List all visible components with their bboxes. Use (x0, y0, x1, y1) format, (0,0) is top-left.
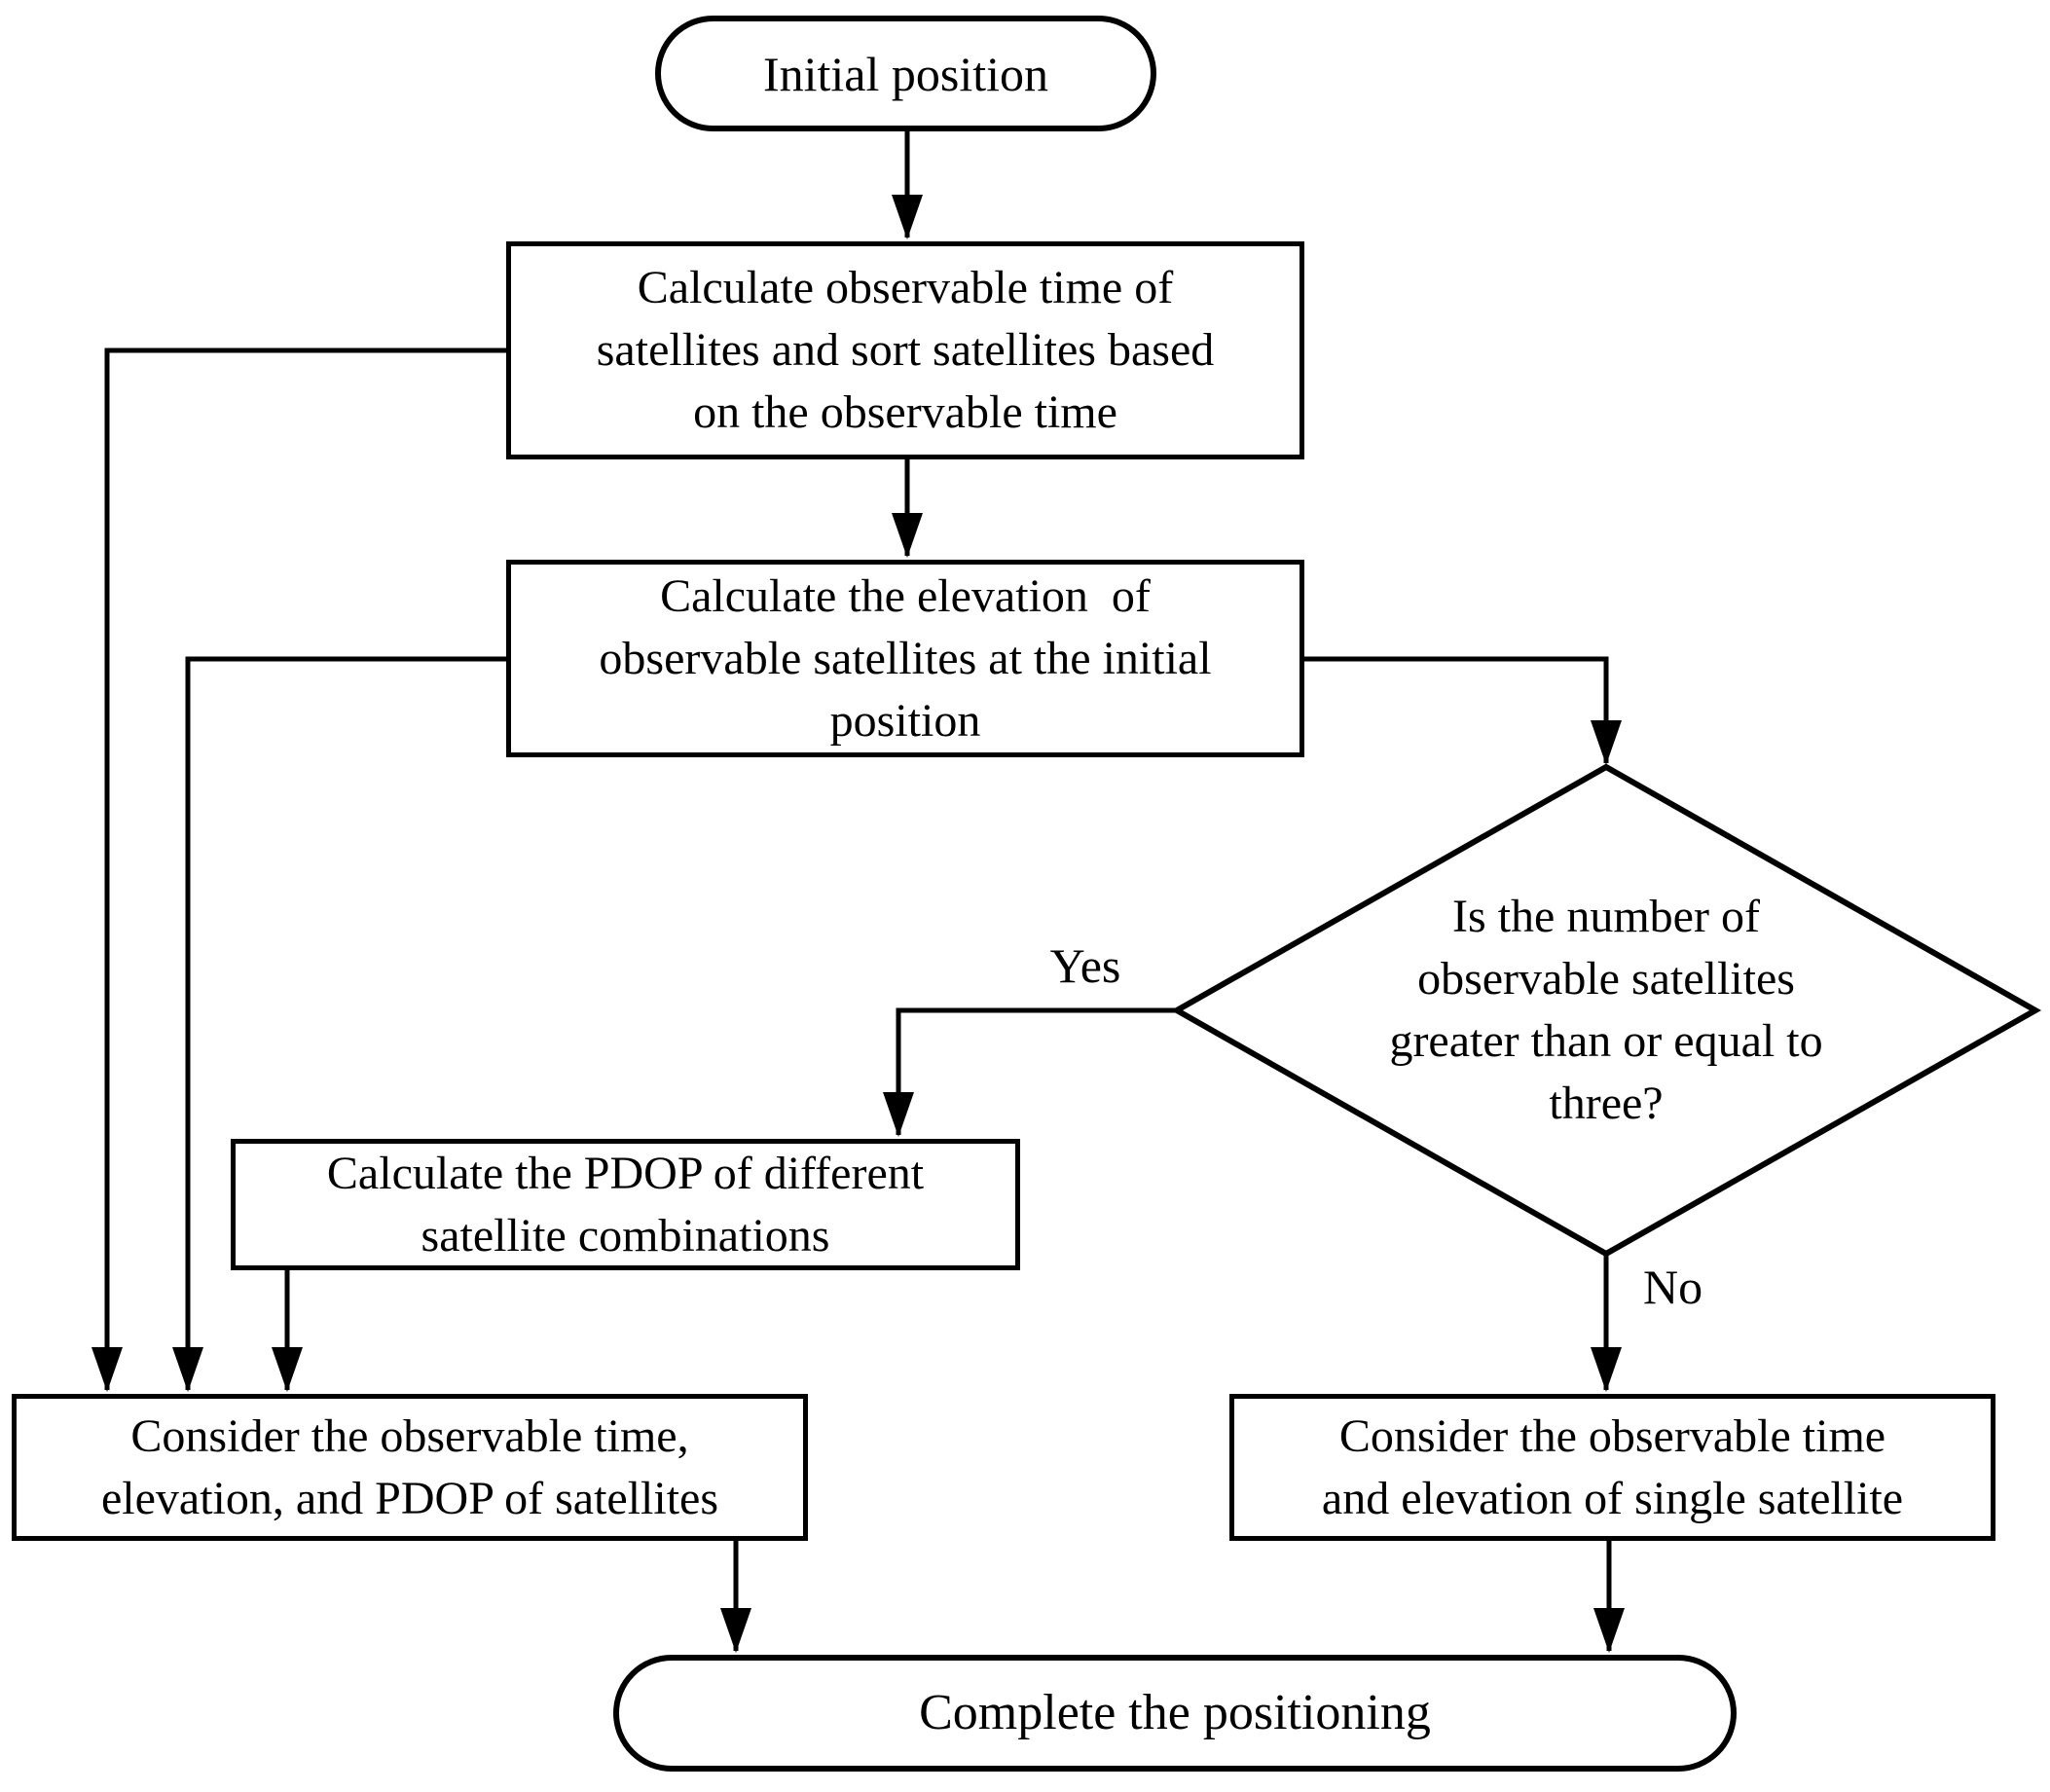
node-label-line: observable satellites at the initial (599, 632, 1212, 684)
node-consider-single-satellite: Consider the observable time and elevati… (1229, 1394, 1995, 1541)
node-label-line: observable satellites (1417, 953, 1795, 1005)
edge-calc-elevation-to-decision (1304, 656, 1622, 765)
node-label-line: Is the number of (1452, 891, 1760, 942)
node-label-line: elevation, and PDOP of satellites (100, 1472, 719, 1524)
node-complete-positioning: Complete the positioning (613, 1655, 1737, 1772)
edge-label-yes: Yes (1049, 938, 1121, 993)
node-label-line: satellite combinations (421, 1209, 830, 1262)
node-label-line: Calculate observable time of (637, 262, 1174, 313)
edge-calc-time-feedback-to-consider-all (92, 347, 506, 1392)
node-label-line: satellites and sort satellites based (596, 324, 1215, 376)
node-label-line: Calculate the elevation of (660, 569, 1151, 622)
edge-decision-yes-to-calc-pdop (883, 1007, 1177, 1137)
node-label-line: Calculate the PDOP of different (326, 1147, 925, 1199)
node-label-line: three? (1549, 1078, 1664, 1129)
node-calculate-elevation: Calculate the elevation of observable sa… (506, 560, 1304, 757)
node-label-line: on the observable time (693, 386, 1117, 438)
node-label: Initial position (762, 46, 1049, 101)
node-label-line: position (829, 694, 981, 747)
node-label-line: Consider the observable time (1338, 1409, 1886, 1462)
node-label: Complete the positioning (919, 1685, 1431, 1740)
node-calculate-pdop: Calculate the PDOP of different satellit… (231, 1139, 1020, 1270)
node-label-line: and elevation of single satellite (1321, 1472, 1904, 1524)
edge-calc-elevation-feedback-to-consider-all (172, 656, 506, 1392)
node-label-line: greater than or equal to (1389, 1015, 1823, 1067)
edge-label-no: No (1643, 1260, 1703, 1314)
node-decision-satellite-count: Is the number of observable satellites g… (1217, 882, 1995, 1139)
node-consider-time-elevation-pdop: Consider the observable time, elevation,… (12, 1394, 808, 1541)
node-label-line: Consider the observable time, (130, 1409, 689, 1462)
node-initial-position: Initial position (655, 16, 1156, 131)
node-calculate-observable-time: Calculate observable time of satellites … (506, 241, 1304, 459)
